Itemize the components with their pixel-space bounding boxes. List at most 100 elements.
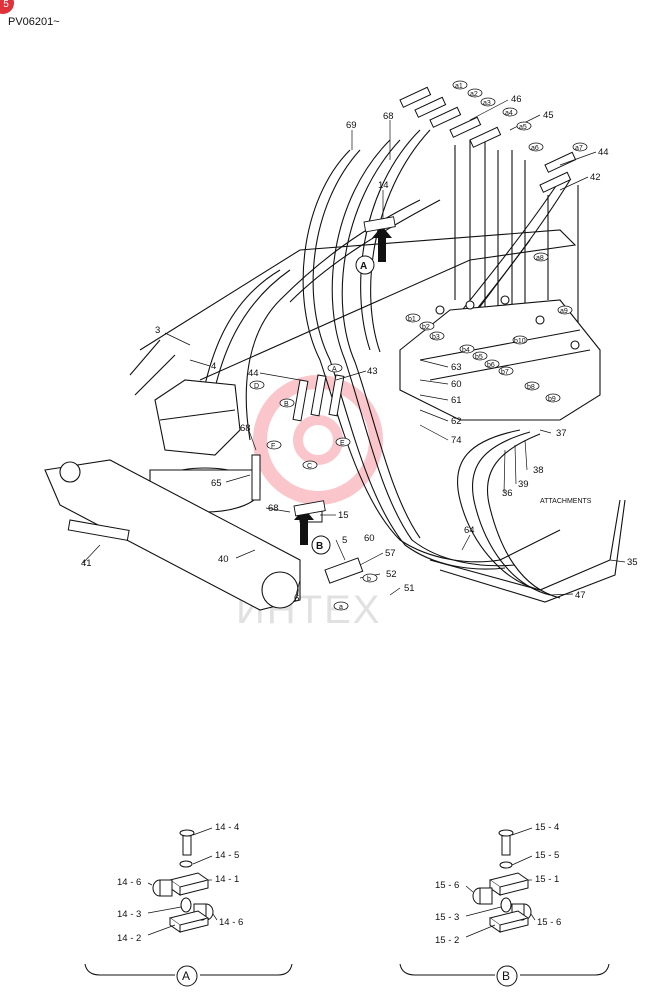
part-label: 65 [211, 478, 222, 489]
part-label: 57 [385, 548, 396, 559]
detail-a-bracket [84, 963, 293, 987]
callout-ovals-misc [249, 363, 378, 611]
part-label: 42 [590, 172, 601, 183]
part-label: 3 [155, 325, 160, 336]
attachments-label: ATTACHMENTS [540, 498, 592, 505]
clamp-14 [363, 216, 396, 233]
part-label: 4 [211, 361, 216, 372]
view-marker-a: A [360, 261, 367, 272]
page-badge: 5 [0, 0, 14, 14]
detail-a-label: 14 - 4 [215, 822, 239, 833]
part-label: 44 [248, 368, 259, 379]
part-label: 51 [404, 583, 415, 594]
view-arrow-b [294, 508, 331, 555]
detail-b-bracket [399, 963, 610, 987]
part-label: 39 [518, 479, 529, 490]
detail-b-label: 15 - 4 [535, 822, 559, 833]
detail-a-label: 14 - 6 [117, 877, 141, 888]
part-label: 60 [451, 379, 462, 390]
callout-label: b8 [527, 384, 535, 391]
callout-label: a8 [536, 255, 544, 262]
callout-label: b [367, 576, 371, 583]
view-arrow-a [355, 226, 392, 275]
leader-lines [82, 99, 626, 596]
part-label: 74 [451, 435, 462, 446]
part-label: 6 [294, 593, 299, 604]
detail-a-label: 14 - 6 [219, 917, 243, 928]
part-label: 60 [364, 533, 375, 544]
detail-a-label: 14 - 5 [215, 850, 239, 861]
detail-a-label: 14 - 3 [117, 909, 141, 920]
callout-ovals-upper [452, 80, 588, 315]
callout-label: b3 [432, 334, 440, 341]
part-label: 61 [451, 395, 462, 406]
control-valve [399, 295, 601, 421]
detail-a-marker: A [182, 969, 190, 983]
part-label: 15 [338, 510, 349, 521]
part-label: 47 [575, 590, 586, 601]
part-label: 5 [342, 535, 347, 546]
callout-label: a9 [560, 308, 568, 315]
detail-b-label: 15 - 1 [535, 874, 559, 885]
part-label: 43 [367, 366, 378, 377]
detail-b-label: 15 - 6 [537, 917, 561, 928]
detail-a-leaders [147, 827, 218, 936]
part-label: 69 [346, 120, 357, 131]
part-label: 36 [502, 488, 513, 499]
part-label: 68 [268, 503, 279, 514]
callout-label: a1 [455, 83, 463, 90]
callout-label: a3 [483, 100, 491, 107]
callout-label: b4 [462, 347, 470, 354]
part-label: 35 [627, 557, 638, 568]
detail-a-label: 14 - 2 [117, 933, 141, 944]
callout-label: b2 [422, 324, 430, 331]
callout-label: b9 [548, 396, 556, 403]
callout-label: b7 [501, 369, 509, 376]
callout-label: F [271, 443, 275, 450]
callout-label: b10 [514, 338, 526, 345]
detail-b-marker: B [502, 969, 510, 983]
attachment-hoses [429, 429, 626, 603]
callout-label: C [307, 463, 312, 470]
callout-label: b1 [408, 316, 416, 323]
part-label: 14 [378, 180, 389, 191]
callout-label: E [340, 440, 345, 447]
boom-cylinder [44, 459, 301, 611]
callout-label: a4 [505, 110, 513, 117]
detail-a-label: 14 - 1 [215, 874, 239, 885]
detail-a-parts [152, 829, 214, 933]
part-label: 45 [543, 110, 554, 121]
detail-b-label: 15 - 3 [435, 912, 459, 923]
clamp-15 [293, 500, 326, 517]
part-label: 38 [533, 465, 544, 476]
detail-b-label: 15 - 5 [535, 850, 559, 861]
part-label: 64 [464, 525, 475, 536]
callout-label: a5 [519, 124, 527, 131]
callout-label: b6 [487, 362, 495, 369]
part-label: 63 [451, 362, 462, 373]
detail-b-label: 15 - 2 [435, 935, 459, 946]
detail-b-label: 15 - 6 [435, 880, 459, 891]
callout-label: B [284, 401, 289, 408]
part-label: 37 [556, 428, 567, 439]
callout-ovals-lower [405, 313, 561, 403]
part-label: 41 [81, 558, 92, 569]
callout-label: a7 [575, 145, 583, 152]
callout-label: a2 [470, 91, 478, 98]
serial-code: PV06201~ [8, 16, 60, 28]
part-label: 52 [386, 569, 397, 580]
view-marker-b: B [316, 541, 323, 552]
part-label: 68 [383, 111, 394, 122]
part-label: 46 [511, 94, 522, 105]
part-label: 44 [598, 147, 609, 158]
detail-b-leaders [465, 827, 536, 938]
detail-b-parts [472, 829, 532, 933]
callout-label: b5 [475, 354, 483, 361]
part-label: 68 [240, 423, 251, 434]
part-label: 40 [218, 554, 229, 565]
part-label: 62 [451, 416, 462, 427]
callout-label: A [332, 366, 337, 373]
callout-label: a [339, 604, 343, 611]
callout-label: D [254, 383, 259, 390]
